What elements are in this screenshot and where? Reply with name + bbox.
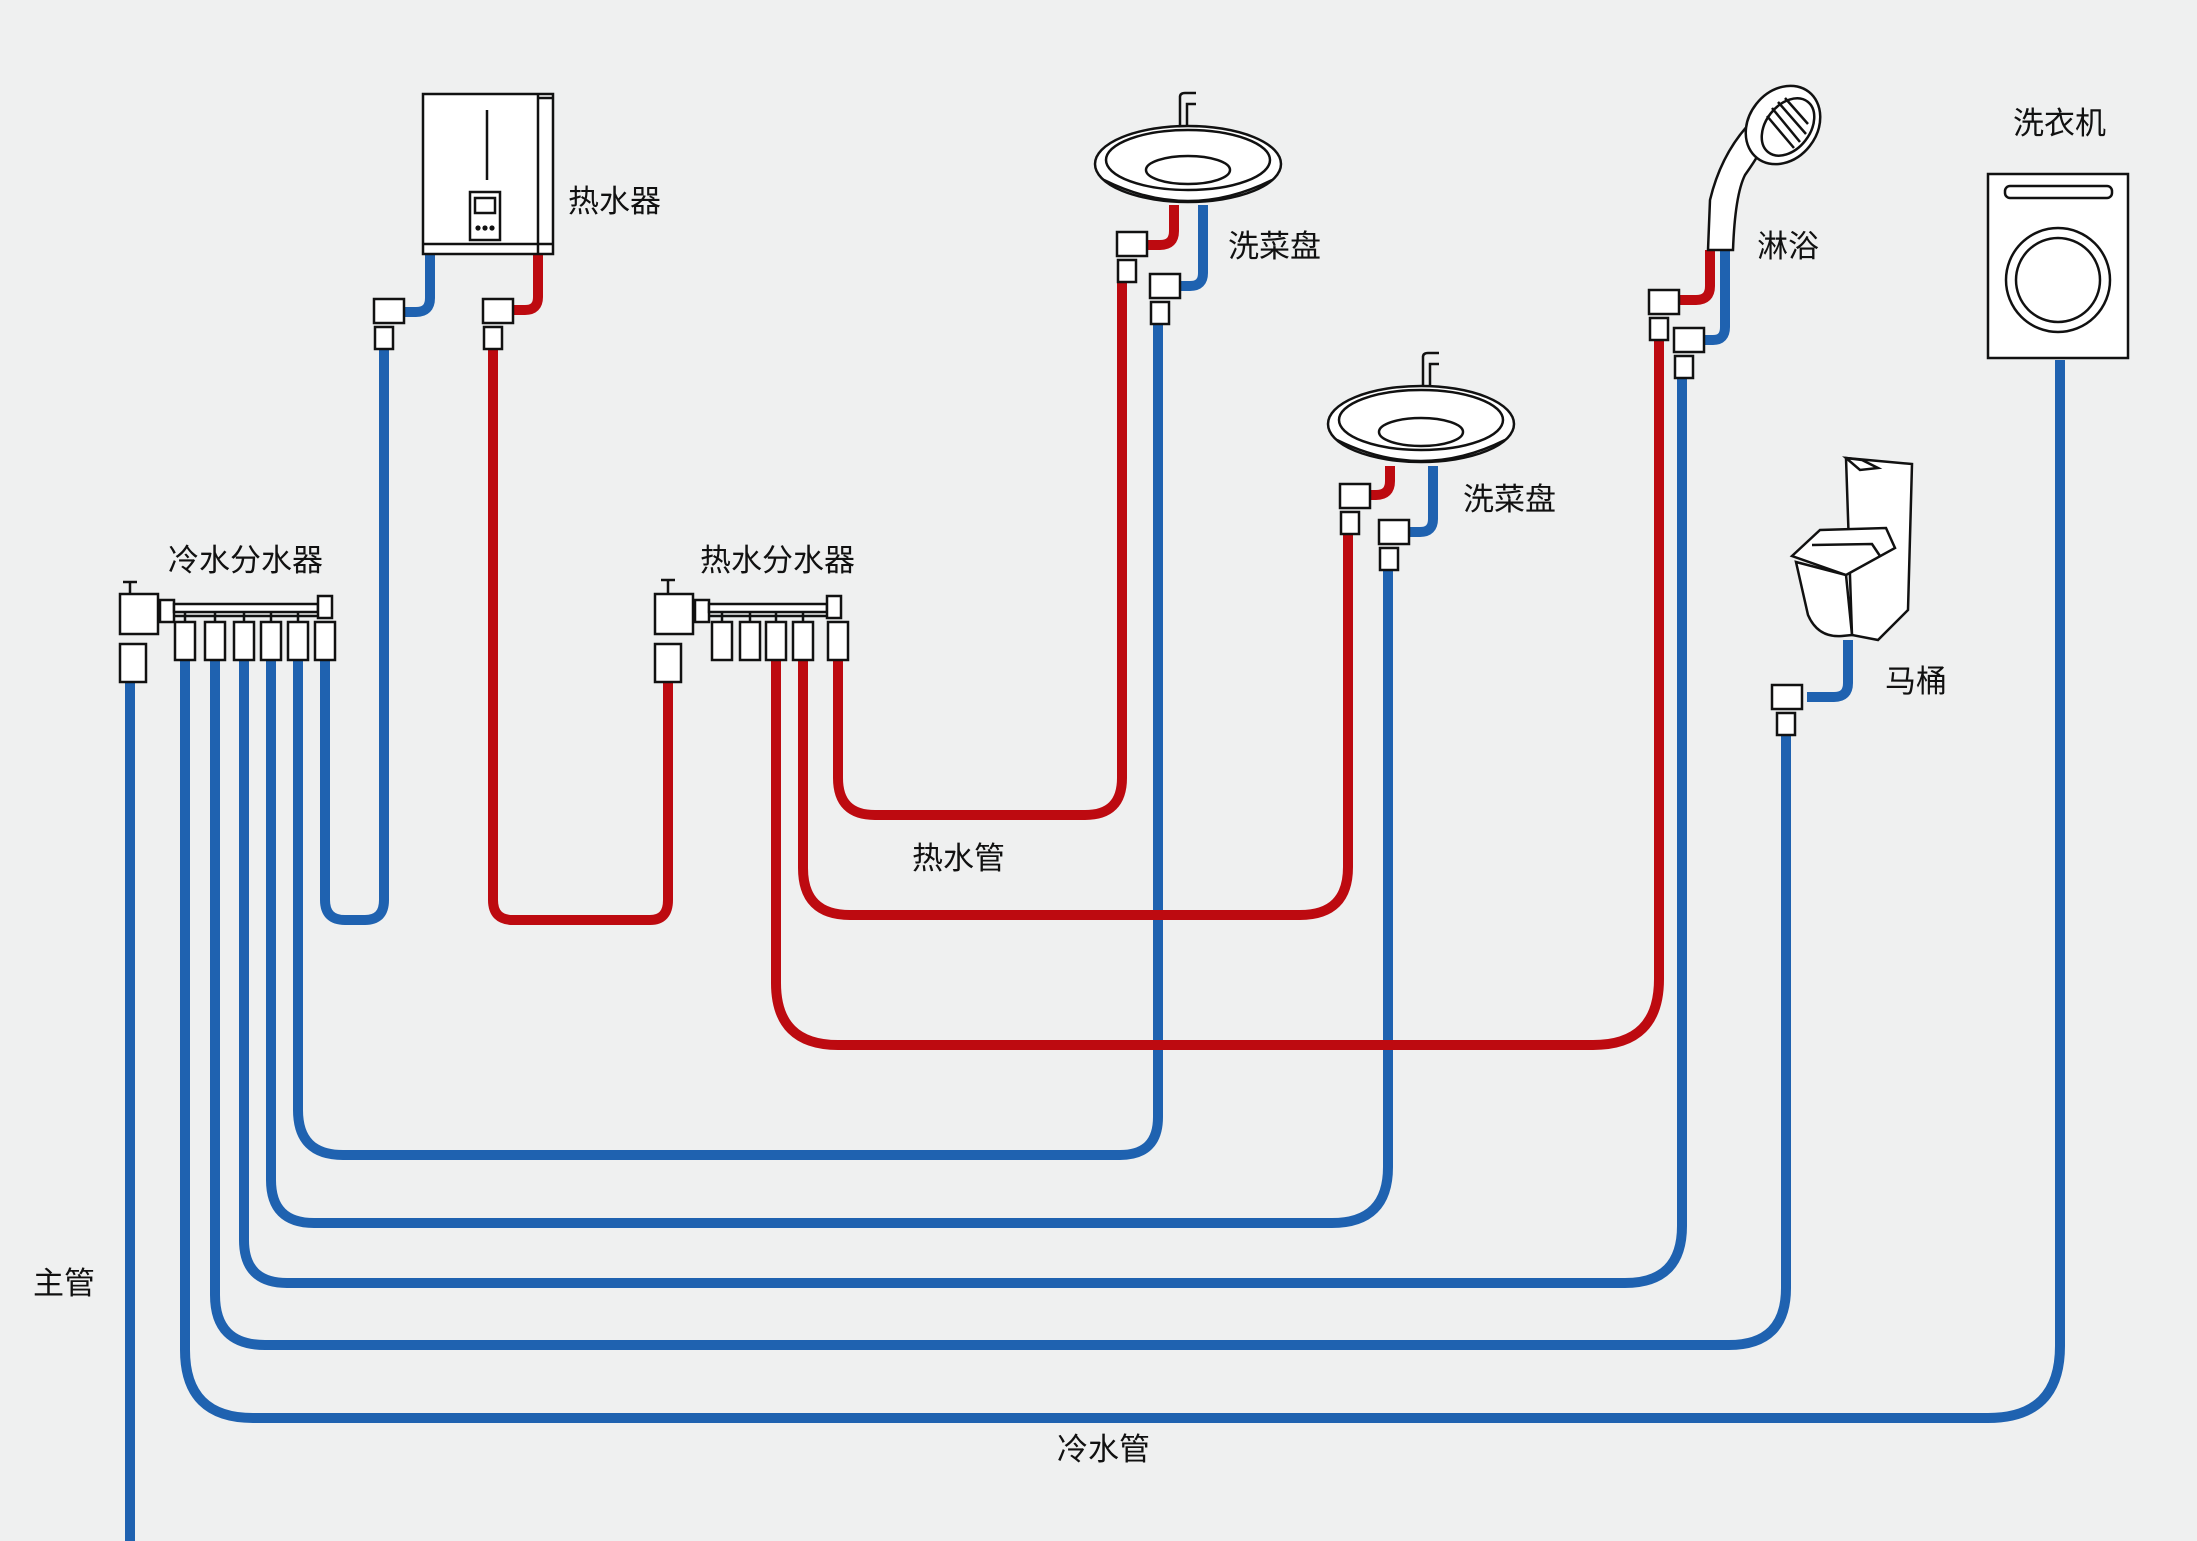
cold-pipe-toilet bbox=[210, 655, 1791, 1350]
cold-pipe-water-heater bbox=[320, 345, 389, 925]
valve-icon bbox=[1672, 326, 1706, 380]
valve-icon bbox=[1377, 518, 1411, 572]
cold-pipe-washing-machine bbox=[180, 360, 2065, 1423]
hot-pipe-sink-2 bbox=[798, 525, 1353, 920]
washing-machine-icon bbox=[1986, 172, 2130, 360]
hot-manifold-icon bbox=[653, 578, 850, 684]
cold-manifold-icon bbox=[118, 580, 337, 684]
label-toilet: 马桶 bbox=[1885, 664, 1947, 700]
label-cold-manifold: 冷水分水器 bbox=[168, 543, 323, 579]
valve-icon bbox=[1148, 272, 1182, 326]
valve-icon bbox=[1338, 482, 1372, 536]
label-cold-pipe: 冷水管 bbox=[1057, 1432, 1150, 1468]
label-shower: 淋浴 bbox=[1757, 229, 1819, 265]
cold-pipe-sink-1 bbox=[293, 315, 1163, 1160]
valve-icon bbox=[1115, 230, 1149, 284]
label-sink-2: 洗菜盘 bbox=[1463, 482, 1556, 518]
labels: 热水器 洗菜盘 洗菜盘 淋浴 洗衣机 马桶 冷水分水器 热水分水器 热水管 冷水… bbox=[33, 106, 2106, 1468]
label-hot-manifold: 热水分水器 bbox=[700, 543, 855, 579]
hot-pipe-heater-to-manifold bbox=[488, 345, 673, 925]
valves bbox=[372, 230, 1804, 737]
label-main-pipe: 主管 bbox=[33, 1266, 95, 1302]
cold-pipe-sink-2 bbox=[266, 560, 1393, 1228]
valve-icon bbox=[1647, 288, 1681, 342]
shower-icon bbox=[1706, 84, 1822, 252]
label-sink-1: 洗菜盘 bbox=[1228, 229, 1321, 265]
hot-pipes bbox=[488, 205, 1715, 1050]
label-hot-pipe: 热水管 bbox=[912, 841, 1005, 877]
valve-icon bbox=[1770, 683, 1804, 737]
valve-icon bbox=[372, 297, 406, 351]
toilet-icon bbox=[1789, 456, 1914, 642]
label-water-heater: 热水器 bbox=[568, 184, 661, 220]
cold-pipes bbox=[125, 205, 2065, 1541]
sink-icon bbox=[1326, 351, 1516, 464]
hot-pipe-sink-1 bbox=[833, 275, 1127, 820]
cold-pipe-shower bbox=[239, 360, 1687, 1288]
water-heater-icon bbox=[421, 92, 555, 256]
sink-icon bbox=[1093, 91, 1283, 204]
label-washing-machine: 洗衣机 bbox=[2013, 106, 2106, 142]
hot-pipe-shower bbox=[771, 325, 1664, 1050]
valve-icon bbox=[481, 297, 515, 351]
